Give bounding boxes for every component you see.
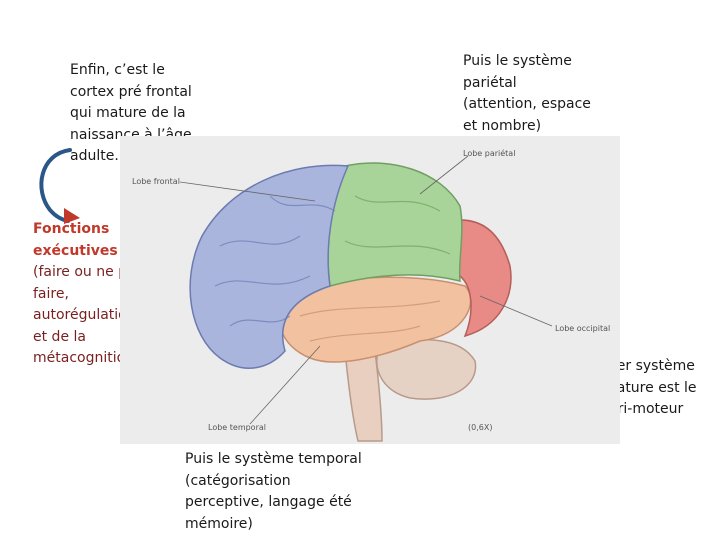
parietal-gyri bbox=[344, 195, 451, 255]
temporal-lobe-region bbox=[279, 276, 472, 363]
label-parietal-lobe: Lobe pariétal bbox=[463, 148, 515, 158]
temporal-annotation: Puis le système temporal (catégorisation… bbox=[185, 451, 362, 532]
curved-arrow-icon bbox=[39, 148, 80, 224]
executive-functions-title: Fonctions exécutives bbox=[33, 221, 118, 259]
label-temporal-lobe: Lobe temporal bbox=[208, 423, 266, 432]
frontal-lobe-region bbox=[189, 164, 350, 369]
frontal-gyri bbox=[214, 195, 336, 327]
parietal-annotation: Puis le système pariétal (attention, esp… bbox=[463, 53, 591, 134]
brain-stem bbox=[344, 350, 383, 442]
temporal-gyri bbox=[299, 300, 441, 342]
leader-lines bbox=[179, 155, 553, 425]
cerebellum-region bbox=[376, 339, 477, 400]
label-frontal-lobe: Lobe frontal bbox=[132, 177, 180, 186]
brain-diagram: Lobe frontal Lobe pariétal Lobe occipita… bbox=[120, 136, 620, 444]
scale-label: (0,6X) bbox=[468, 423, 492, 432]
label-occipital-lobe: Lobe occipital bbox=[555, 324, 610, 333]
